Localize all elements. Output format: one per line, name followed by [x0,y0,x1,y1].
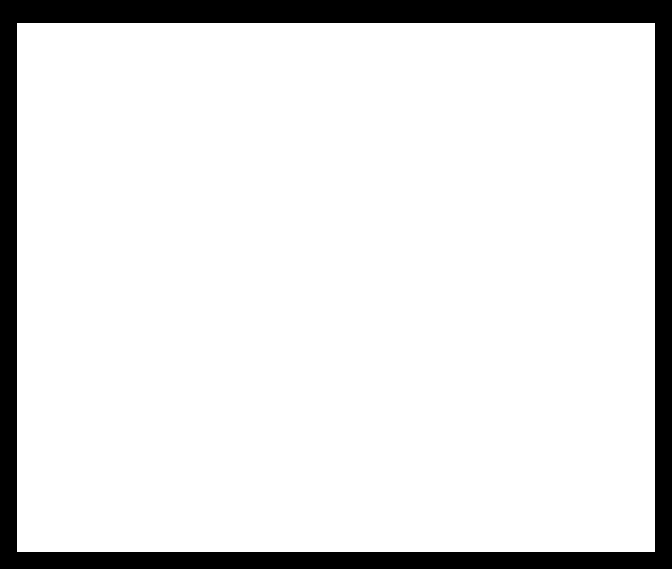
blank-canvas [17,23,655,552]
